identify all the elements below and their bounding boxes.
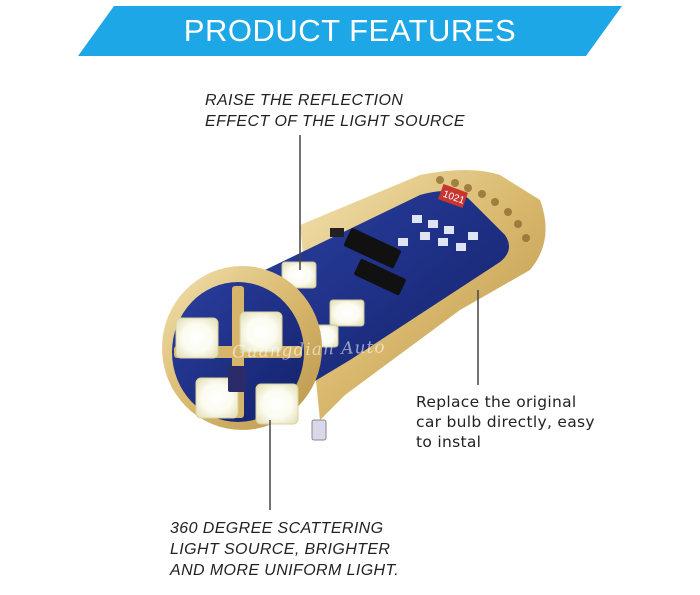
callout-scattering-line-2: LIGHT SOURCE, BRIGHTER bbox=[170, 541, 391, 558]
front-leds bbox=[175, 311, 299, 425]
callout-reflection-line-2: EFFECT OF THE LIGHT SOURCE bbox=[205, 113, 465, 130]
banner-title: PRODUCT FEATURES bbox=[183, 13, 517, 48]
bottom-component bbox=[311, 419, 327, 441]
features-banner: PRODUCT FEATURES bbox=[78, 6, 622, 56]
callout-replace-line-2: car bulb directly, easy bbox=[416, 413, 595, 431]
callout-replace-line-3: to instal bbox=[416, 433, 482, 451]
callout-scattering: 360 DEGREE SCATTERING LIGHT SOURCE, BRIG… bbox=[170, 518, 399, 581]
pcb-pads bbox=[398, 215, 478, 251]
callout-replace: Replace the original car bulb directly, … bbox=[416, 392, 595, 452]
callout-scattering-line-3: AND MORE UNIFORM LIGHT. bbox=[170, 562, 400, 579]
center-resistor bbox=[228, 366, 246, 392]
chip bbox=[438, 184, 468, 208]
ic-components bbox=[330, 228, 406, 296]
callout-replace-line-1: Replace the original bbox=[416, 393, 577, 411]
callout-reflection-line-1: RAISE THE REFLECTION bbox=[205, 92, 404, 109]
side-leds bbox=[281, 261, 365, 348]
callout-scattering-line-1: 360 DEGREE SCATTERING bbox=[170, 520, 384, 537]
callout-reflection: RAISE THE REFLECTION EFFECT OF THE LIGHT… bbox=[205, 90, 465, 132]
